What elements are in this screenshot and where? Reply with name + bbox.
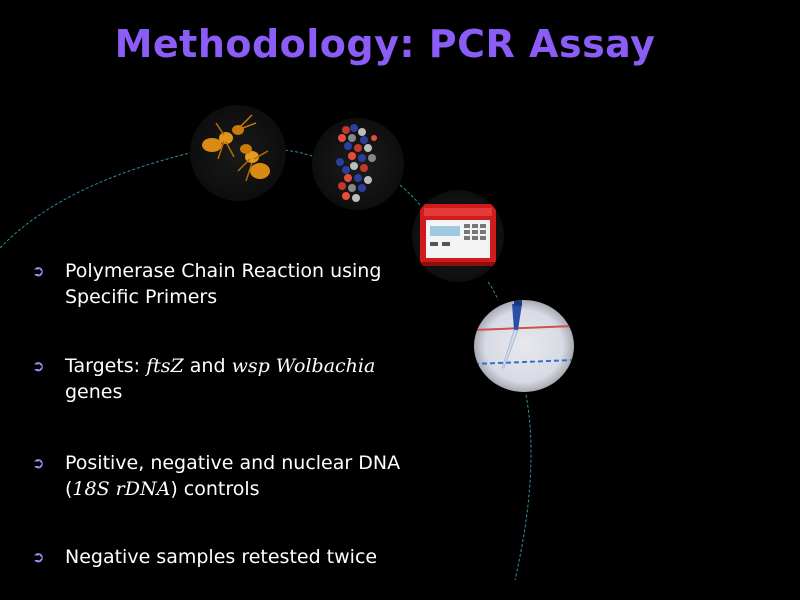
bullet-text-prefix: Targets: <box>65 355 147 377</box>
slide-title: Methodology: PCR Assay <box>114 22 656 66</box>
bullet-text-mid: and <box>183 355 232 377</box>
bullet-text: genes <box>65 381 123 403</box>
bullet-marker-icon: ➲ <box>32 548 45 566</box>
gene-term: 18S rDNA <box>72 478 171 500</box>
gene-term: wsp Wolbachia <box>231 355 376 377</box>
paren: ( <box>65 478 73 500</box>
bullet-marker-icon: ➲ <box>32 454 45 472</box>
bullet-marker-icon: ➲ <box>32 262 45 280</box>
bullet-text: Targets: ftsZ and wsp Wolbachia <box>65 353 455 379</box>
bullet-text: (18S rDNA) controls <box>65 476 455 502</box>
ants-image <box>190 105 286 201</box>
bullet-text: Positive, negative and nuclear DNA <box>65 452 401 474</box>
pcr-machine-icon <box>420 204 496 266</box>
gene-term: ftsZ <box>146 355 184 377</box>
ant-icon <box>202 114 270 182</box>
bullet-text-suffix: ) controls <box>170 478 260 500</box>
bullet-text: Polymerase Chain Reaction using <box>65 260 382 282</box>
bullet-text: Negative samples retested twice <box>65 546 378 568</box>
bullet-text: Specific Primers <box>65 286 218 308</box>
bullet-marker-icon: ➲ <box>32 357 45 375</box>
thermocycler-image <box>412 190 504 282</box>
dna-helix-image <box>312 118 404 210</box>
dna-icon <box>336 124 377 202</box>
gel-electrophoresis-image <box>474 300 574 392</box>
pipette-icon <box>474 300 574 369</box>
